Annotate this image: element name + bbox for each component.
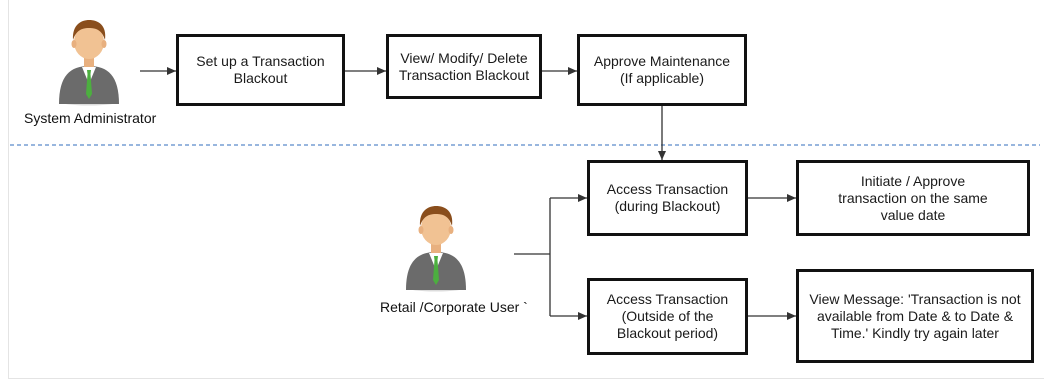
access-during-blackout-text: Access Transaction (during Blackout) [606,181,729,214]
access-during-blackout-box: Access Transaction (during Blackout) [587,160,748,236]
diagram-frame [8,0,1044,379]
approve-maintenance-text: Approve Maintenance (If applicable) [593,53,731,86]
setup-blackout-box: Set up a Transaction Blackout [176,34,345,106]
approve-maintenance-box: Approve Maintenance (If applicable) [577,34,747,106]
person-icon [59,20,119,106]
view-message-text: View Message: 'Transaction is not availa… [809,290,1021,341]
modify-blackout-box: View/ Modify/ Delete Transaction Blackou… [386,34,542,99]
modify-blackout-text: View/ Modify/ Delete Transaction Blackou… [398,49,530,83]
person-icon [406,206,466,292]
retail-corporate-user-label: Retail /Corporate User ` [380,299,528,315]
initiate-approve-text: Initiate / Approve transaction on the sa… [838,172,988,223]
view-message-box: View Message: 'Transaction is not availa… [796,269,1034,363]
access-outside-blackout-text: Access Transaction (Outside of the Black… [606,291,729,341]
setup-blackout-text: Set up a Transaction Blackout [196,53,325,86]
system-administrator-label: System Administrator [24,110,157,126]
access-outside-blackout-box: Access Transaction (Outside of the Black… [587,278,748,355]
initiate-approve-box: Initiate / Approve transaction on the sa… [796,160,1030,236]
